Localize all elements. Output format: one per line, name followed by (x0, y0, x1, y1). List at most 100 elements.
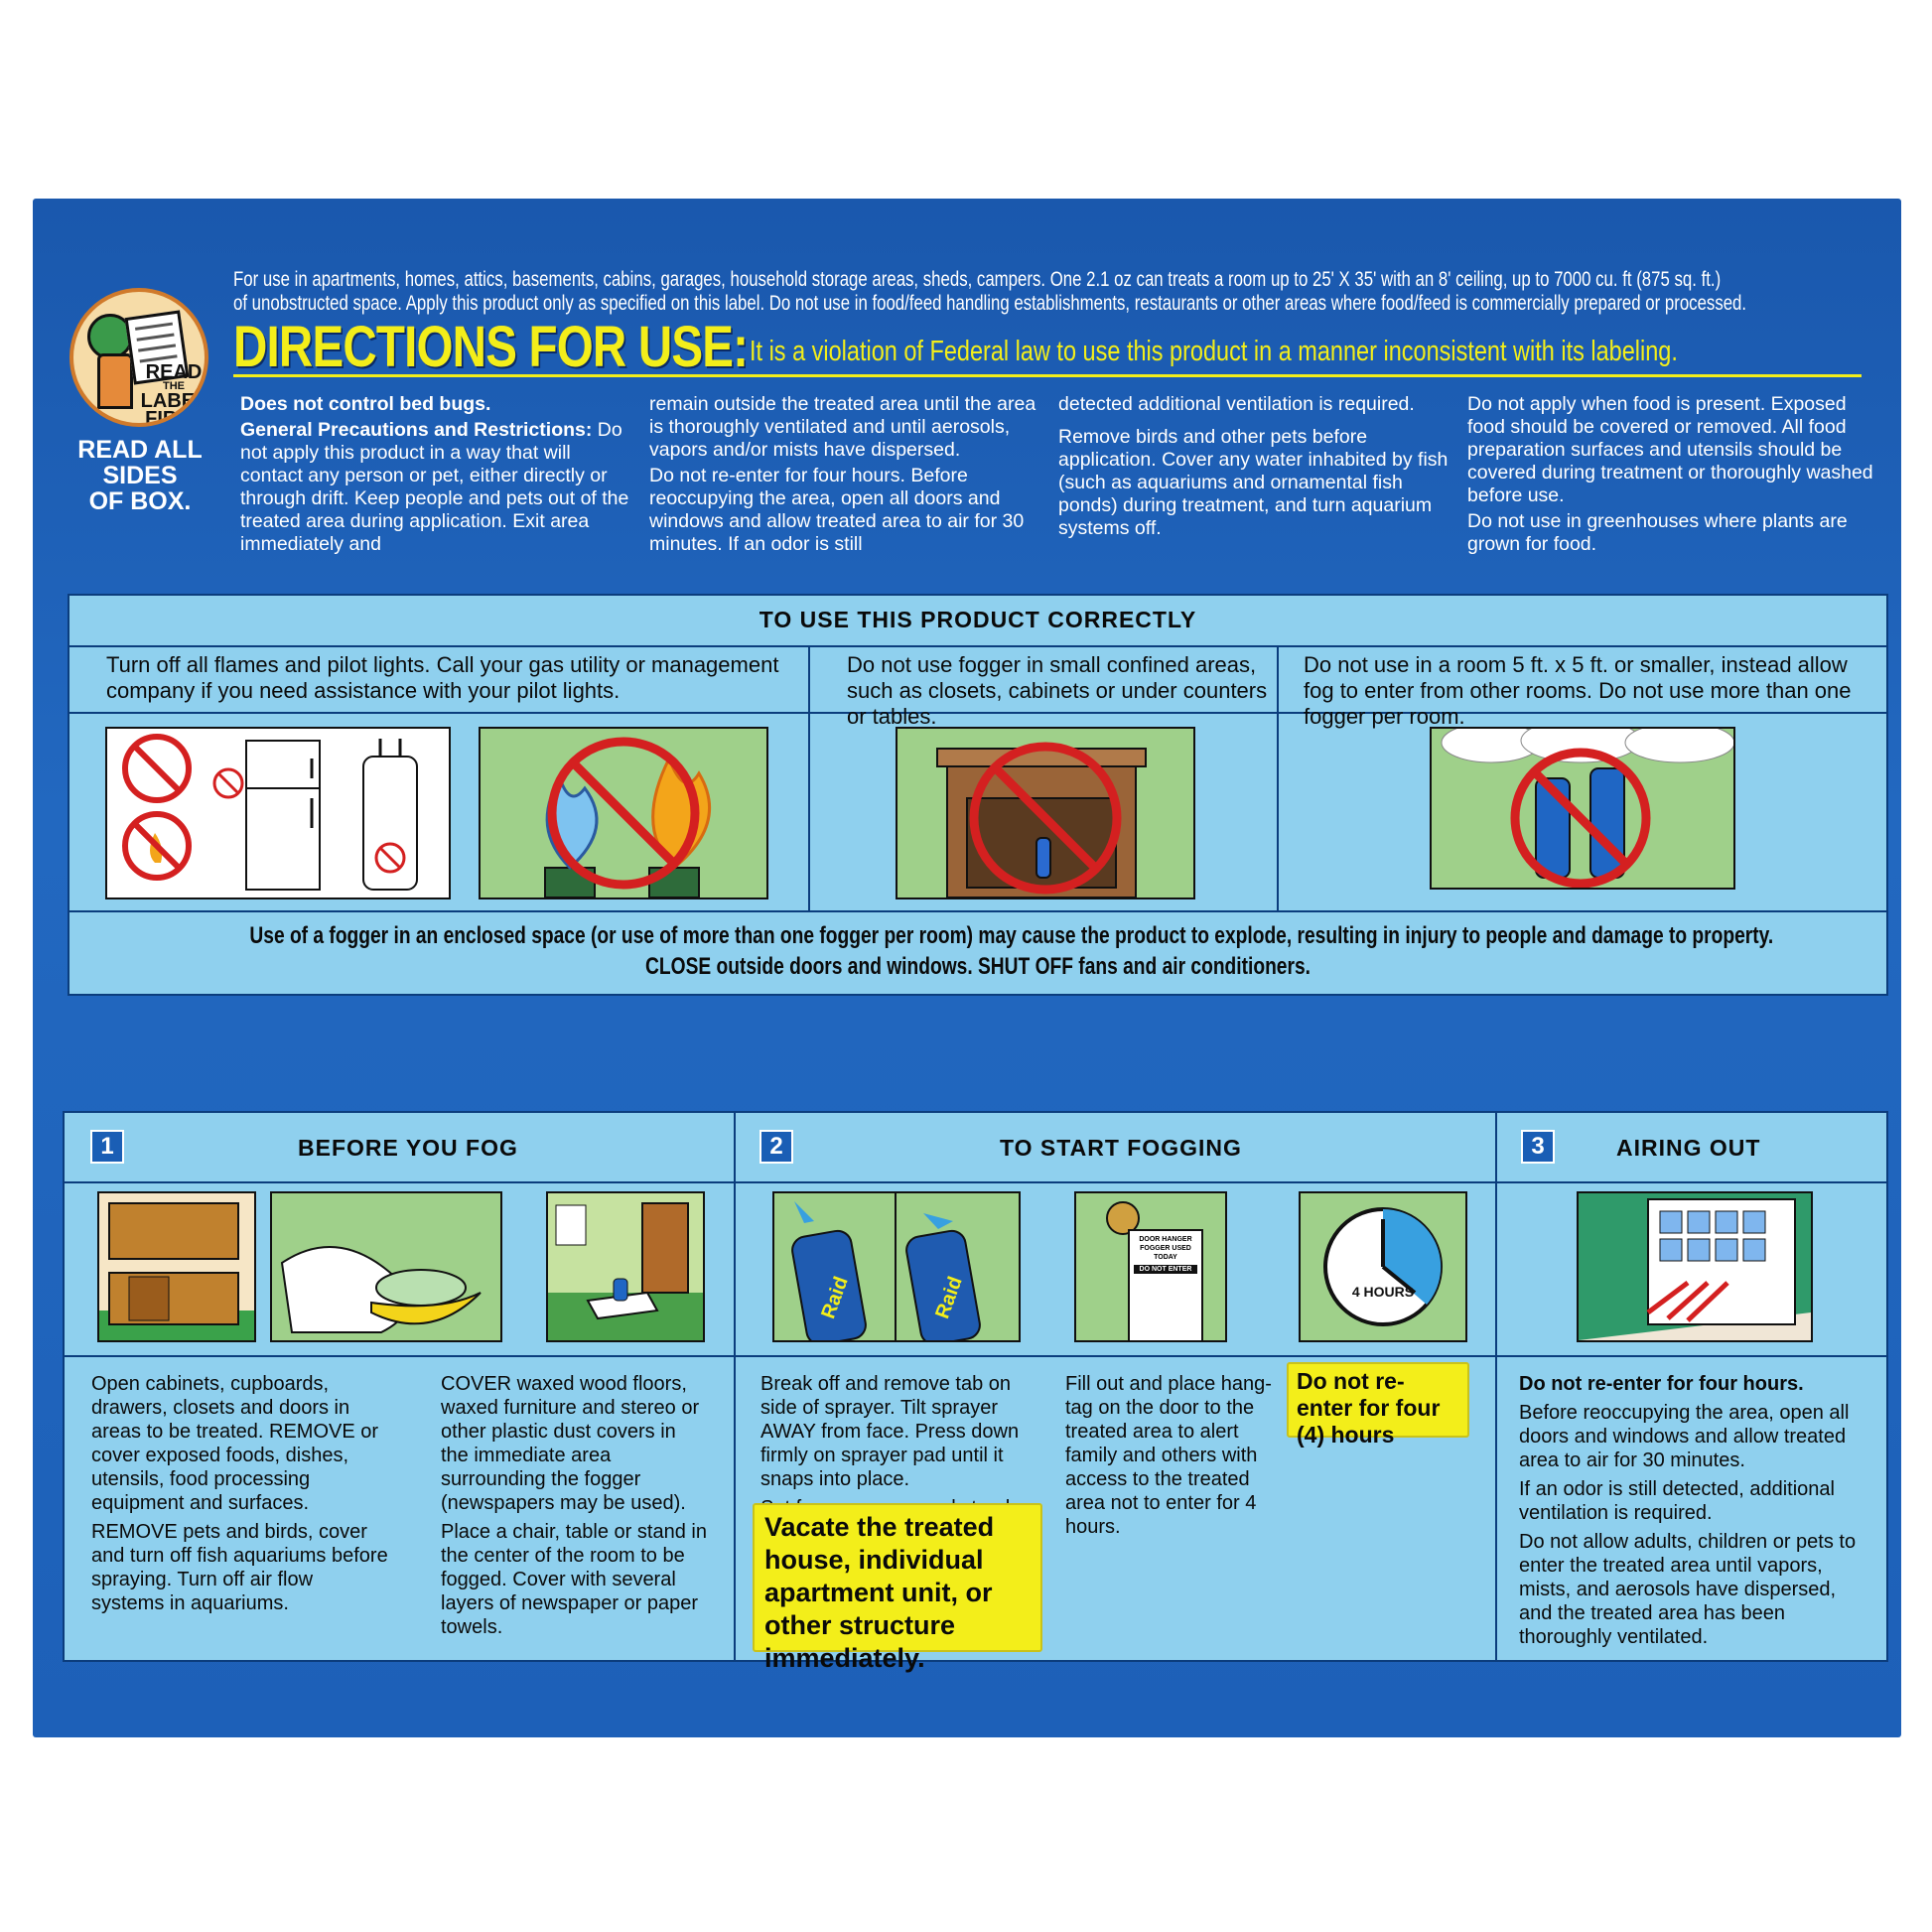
step1-left-text: Open cabinets, cupboards, drawers, close… (91, 1372, 389, 1620)
vacate-callout: Vacate the treated house, individual apa… (753, 1503, 1042, 1673)
step-text: COVER waxed wood floors, waxed furniture… (441, 1373, 700, 1514)
step-text: Before reoccupying the area, open all do… (1519, 1402, 1850, 1471)
clock-icon: 4 HOURS (1323, 1207, 1443, 1326)
intro-line-1: For use in apartments, homes, attics, ba… (233, 268, 1722, 291)
divider (1277, 645, 1279, 910)
clock-label: 4 HOURS (1352, 1284, 1414, 1300)
prohibit-small-icon (212, 767, 244, 799)
step-number-2: 2 (759, 1130, 793, 1164)
prohibit-icon (969, 742, 1122, 895)
water-heater-icon (362, 739, 418, 891)
divider (63, 1355, 1888, 1357)
precautions-text: Do not use in greenhouses where plants a… (1467, 510, 1848, 555)
activate-sprayer-illustration: Raid Raid (772, 1191, 1021, 1342)
divider (68, 712, 1888, 714)
two-foggers-illustration (1430, 727, 1735, 890)
read-all-sides-caption: READ ALL SIDES OF BOX. (66, 437, 214, 514)
step1-right-text: COVER waxed wood floors, waxed furniture… (441, 1372, 709, 1644)
step-text: If an odor is still detected, additional… (1519, 1478, 1835, 1524)
step3-title: AIRING OUT (1616, 1135, 1761, 1161)
caption-line: READ ALL (77, 436, 203, 464)
correct-use-cell-1: Turn off all flames and pilot lights. Ca… (106, 652, 779, 703)
divider (68, 910, 1888, 912)
step-text: Break off and remove tab on side of spra… (760, 1373, 1020, 1490)
open-cabinets-illustration (97, 1191, 256, 1342)
directions-underline (233, 374, 1862, 377)
directions-subtitle: It is a violation of Federal law to use … (750, 336, 1678, 367)
badge-line-3: LABEL (140, 390, 207, 412)
bed-bugs-note: Does not control bed bugs. (240, 393, 491, 415)
banana-icon (370, 1292, 482, 1325)
step-text: Place a chair, table or stand in the cen… (441, 1521, 707, 1638)
prohibit-outlet-icon (122, 734, 192, 803)
caption-line: OF BOX. (88, 487, 192, 515)
badge-text: READ THE LABEL FIRST (139, 362, 207, 427)
precautions-text: remain outside the treated area until th… (649, 393, 1036, 461)
arrow-icon (923, 1213, 953, 1229)
step-text: Open cabinets, cupboards, drawers, close… (91, 1373, 379, 1514)
tag-title: DOOR HANGER (1139, 1236, 1192, 1243)
intro-line-2: of unobstructed space. Apply this produc… (233, 292, 1747, 315)
step-text: REMOVE pets and birds, cover and turn of… (91, 1521, 388, 1614)
warning-line-1: Use of a fogger in an enclosed space (or… (249, 922, 1774, 949)
precautions-text: Do not re-enter for four hours. Before r… (649, 465, 1025, 555)
cabinet-illustration (896, 727, 1195, 899)
step3-bold: Do not re-enter for four hours. (1519, 1373, 1804, 1395)
prohibit-flame-icon (122, 811, 192, 881)
open-window-illustration (1577, 1191, 1813, 1342)
correct-use-header: TO USE THIS PRODUCT CORRECTLY (759, 607, 1197, 632)
step-text: Fill out and place hang-tag on the door … (1065, 1373, 1272, 1538)
tag-warning: DO NOT ENTER (1134, 1265, 1197, 1274)
divider (63, 1181, 1888, 1183)
explosion-warning: Use of a fogger in an enclosed space (or… (68, 920, 1888, 982)
step-number-1: 1 (90, 1130, 124, 1164)
divider (1495, 1111, 1497, 1662)
clock-illustration: 4 HOURS (1299, 1191, 1467, 1342)
step1-title: BEFORE YOU FOG (298, 1135, 518, 1161)
reenter-callout: Do not re-enter for four (4) hours (1287, 1362, 1469, 1448)
precautions-col-1: Does not control bed bugs. General Preca… (240, 393, 629, 559)
person-body-icon (97, 353, 133, 409)
prohibit-icon (1510, 748, 1651, 888)
step-number-3: 3 (1521, 1130, 1555, 1164)
step2-title: TO START FOGGING (1000, 1135, 1242, 1161)
precautions-heading: General Precautions and Restrictions: (240, 419, 593, 441)
refrigerator-icon (245, 740, 321, 891)
correct-use-cell-2: Do not use fogger in small confined area… (847, 652, 1268, 729)
tag-subtitle: FOGGER USED TODAY (1140, 1245, 1191, 1261)
fogger-on-stand-illustration (546, 1191, 705, 1342)
prohibit-icon (547, 737, 700, 890)
precautions-text: detected additional ventilation is requi… (1058, 393, 1415, 415)
step-text: Do not allow adults, children or pets to… (1519, 1531, 1857, 1648)
precautions-text: Do not apply when food is present. Expos… (1467, 393, 1873, 506)
appliances-pilot-light-illustration (105, 727, 451, 899)
read-label-first-badge: READ THE LABEL FIRST (69, 288, 208, 427)
divider (68, 645, 1888, 647)
reenter-text: Do not re-enter for four (4) hours (1297, 1368, 1441, 1448)
step2-left-text: Break off and remove tab on side of spra… (760, 1372, 1038, 1525)
cover-food-illustration (270, 1191, 502, 1342)
step3-text: Do not re-enter for four hours. Before r… (1519, 1372, 1871, 1654)
arrow-icon (794, 1201, 814, 1223)
precautions-col-3: detected additional ventilation is requi… (1058, 393, 1450, 543)
badge-line-4: FIRST (145, 408, 203, 427)
burners-flames-illustration (479, 727, 768, 899)
dish-icon (375, 1269, 467, 1307)
precautions-text: Do not apply this product in a way that … (240, 419, 629, 555)
door-hanger-illustration: DOOR HANGER FOGGER USED TODAY DO NOT ENT… (1074, 1191, 1227, 1342)
door-hanger-tag: DOOR HANGER FOGGER USED TODAY DO NOT ENT… (1128, 1229, 1203, 1340)
correct-use-cell-3: Do not use in a room 5 ft. x 5 ft. or sm… (1304, 652, 1852, 729)
airflow-arrows-icon (1646, 1281, 1729, 1322)
precautions-col-4: Do not apply when food is present. Expos… (1467, 393, 1876, 559)
step2-mid-text: Fill out and place hang-tag on the door … (1065, 1372, 1274, 1544)
caption-line: SIDES (102, 462, 178, 489)
directions-title: DIRECTIONS FOR USE: (233, 315, 749, 379)
badge-line-2: THE (163, 380, 185, 392)
intro-text: For use in apartments, homes, attics, ba… (233, 268, 1901, 316)
precautions-col-2: remain outside the treated area until th… (649, 393, 1038, 559)
precautions-text: Remove birds and other pets before appli… (1058, 426, 1449, 539)
warning-line-2: CLOSE outside doors and windows. SHUT OF… (645, 953, 1311, 980)
divider (808, 645, 810, 910)
fogger-can-icon (1035, 837, 1051, 879)
fogger-can-icon (613, 1278, 628, 1302)
